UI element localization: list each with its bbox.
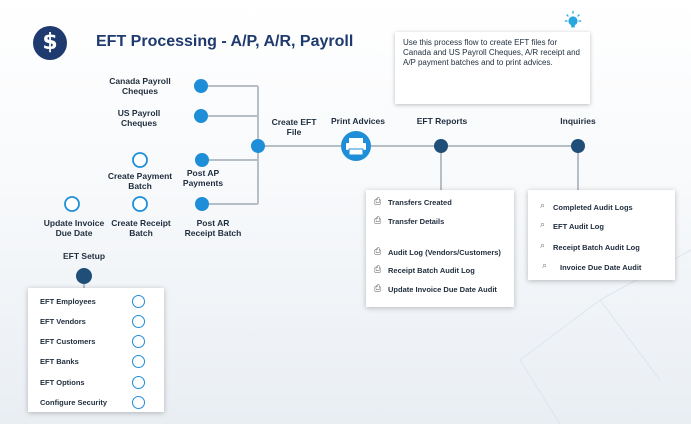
report-item[interactable]: ⎙ Receipt Batch Audit Log xyxy=(374,265,510,280)
node-eft-reports xyxy=(434,139,448,153)
label-canada-payroll: Canada Payroll Cheques xyxy=(109,76,171,96)
inquiry-item[interactable]: ⌕ Invoice Due Date Audit xyxy=(542,261,672,277)
eft-reports-panel: ⎙ Transfers Created ⎙ Transfer Details ⎙ Audi… xyxy=(366,190,514,307)
report-item-label: Receipt Batch Audit Log xyxy=(388,266,475,275)
label-print-advices: Print Advices xyxy=(330,116,385,126)
setup-item-node xyxy=(132,355,145,368)
report-item-label: Audit Log (Vendors/Customers) xyxy=(388,248,501,257)
label-us-payroll: US Payroll Cheques xyxy=(117,108,161,128)
printer-icon: ⎙ xyxy=(374,216,382,226)
inquiry-item[interactable]: ⌕ Completed Audit Logs xyxy=(540,201,670,217)
setup-item[interactable]: EFT Customers xyxy=(28,334,164,350)
printer-icon: ⎙ xyxy=(374,197,382,207)
label-create-eft-file: Create EFT File xyxy=(271,117,317,137)
setup-item[interactable]: EFT Banks xyxy=(28,354,164,370)
setup-item[interactable]: Configure Security xyxy=(28,395,164,411)
setup-item-node xyxy=(132,295,145,308)
lightbulb-icon xyxy=(564,10,582,28)
node-post-ap-payments xyxy=(195,153,209,167)
page-title: EFT Processing - A/P, A/R, Payroll xyxy=(96,33,354,50)
setup-item[interactable]: EFT Vendors xyxy=(28,314,164,330)
report-item-label: Transfer Details xyxy=(388,217,445,226)
setup-item[interactable]: EFT Employees xyxy=(28,294,164,310)
inquiries-panel: ⌕ Completed Audit Logs ⌕ EFT Audit Log ⌕ Rece… xyxy=(528,190,675,280)
printer-icon: ⎙ xyxy=(374,284,382,294)
node-inquiries xyxy=(571,139,585,153)
node-create-eft-file xyxy=(251,139,265,153)
setup-item-node xyxy=(132,335,145,348)
setup-item-label: Configure Security xyxy=(40,398,108,407)
printer-icon: ⎙ xyxy=(374,265,382,275)
setup-item-node xyxy=(132,315,145,328)
setup-item-label: EFT Employees xyxy=(40,297,96,306)
magnifier-icon: ⌕ xyxy=(540,241,546,251)
printer-icon: ⎙ xyxy=(374,247,382,257)
label-update-invoice-due-date: Update Invoice Due Date xyxy=(43,218,105,238)
node-create-payment-batch xyxy=(132,152,148,168)
node-canada-payroll xyxy=(194,79,208,93)
dollar-logo-icon: $ xyxy=(33,26,67,60)
magnifier-icon: ⌕ xyxy=(540,201,546,211)
report-item-label: Update Invoice Due Date Audit xyxy=(388,285,497,294)
node-eft-setup xyxy=(76,268,92,284)
label-create-receipt-batch: Create Receipt Batch xyxy=(111,218,171,238)
report-item-label: Transfers Created xyxy=(388,198,452,207)
inquiry-item-label: Completed Audit Logs xyxy=(553,203,633,212)
label-eft-setup: EFT Setup xyxy=(62,251,106,261)
inquiry-item[interactable]: ⌕ Receipt Batch Audit Log xyxy=(540,241,670,257)
setup-item-node xyxy=(132,396,145,409)
report-item[interactable]: ⎙ Audit Log (Vendors/Customers) xyxy=(374,247,510,262)
node-post-ar-receipt-batch xyxy=(195,197,209,211)
setup-item-label: EFT Options xyxy=(40,378,85,387)
label-eft-reports: EFT Reports xyxy=(416,116,468,126)
report-item[interactable]: ⎙ Transfer Details xyxy=(374,216,510,231)
inquiry-item[interactable]: ⌕ EFT Audit Log xyxy=(540,220,670,236)
inquiry-item-label: Invoice Due Date Audit xyxy=(560,263,642,272)
magnifier-icon: ⌕ xyxy=(542,261,548,271)
setup-item[interactable]: EFT Options xyxy=(28,375,164,391)
info-note: Use this process flow to create EFT file… xyxy=(395,32,590,104)
setup-item-label: EFT Customers xyxy=(40,337,96,346)
setup-item-node xyxy=(132,376,145,389)
node-update-invoice-due-date xyxy=(64,196,80,212)
inquiry-item-label: EFT Audit Log xyxy=(553,222,604,231)
inquiry-item-label: Receipt Batch Audit Log xyxy=(553,243,640,252)
label-create-payment-batch: Create Payment Batch xyxy=(107,171,173,191)
node-us-payroll xyxy=(194,109,208,123)
label-post-ap-payments: Post AP Payments xyxy=(182,168,224,188)
setup-item-label: EFT Banks xyxy=(40,357,79,366)
node-create-receipt-batch xyxy=(132,196,148,212)
report-item[interactable]: ⎙ Transfers Created xyxy=(374,197,510,212)
setup-item-label: EFT Vendors xyxy=(40,317,86,326)
label-post-ar-receipt-batch: Post AR Receipt Batch xyxy=(184,218,242,238)
magnifier-icon: ⌕ xyxy=(540,220,546,230)
report-item[interactable]: ⎙ Update Invoice Due Date Audit xyxy=(374,284,510,299)
label-inquiries: Inquiries xyxy=(560,116,596,126)
